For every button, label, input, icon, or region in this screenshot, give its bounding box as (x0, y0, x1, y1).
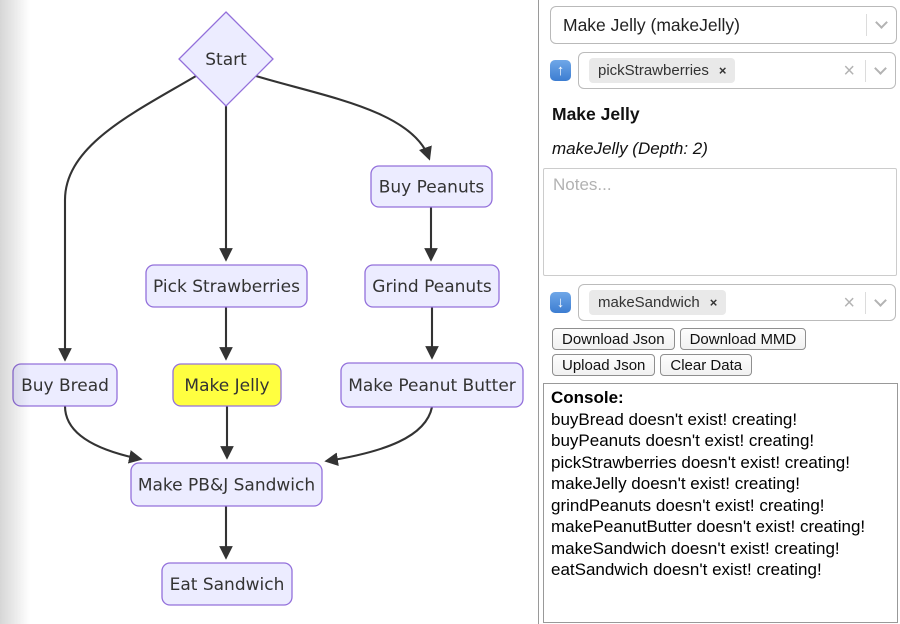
edge-start-buyPeanuts (255, 74, 432, 161)
edge-buyBread-makeSandwich (63, 405, 143, 464)
node-buyBread-label: Buy Bread (21, 376, 109, 396)
node-makeJelly-label: Make Jelly (184, 376, 269, 396)
console-label: Console: (551, 388, 624, 407)
clear-parents-icon[interactable]: × (843, 59, 855, 82)
button-row-1: Download Json Download MMD (552, 328, 897, 350)
download-mmd-button[interactable]: Download MMD (679, 328, 807, 350)
combobox-divider (865, 291, 866, 314)
child-tag-label: makeSandwich (598, 294, 700, 311)
children-row: ↓ makeSandwich × × (550, 284, 896, 321)
console-output: Console: buyBread doesn't exist! creatin… (543, 383, 898, 623)
notes-textarea[interactable] (543, 168, 897, 276)
node-start[interactable]: Start (178, 11, 274, 107)
flowchart-svg: Start Buy Peanuts Pick Strawberries Grin… (12, 11, 524, 606)
node-grindPeanuts[interactable]: Grind Peanuts (364, 264, 500, 308)
node-pickStrawberries-label: Pick Strawberries (153, 277, 300, 297)
flowchart-canvas: Start Buy Peanuts Pick Strawberries Grin… (0, 0, 524, 624)
node-buyPeanuts-label: Buy Peanuts (379, 178, 485, 198)
child-tag: makeSandwich × (589, 290, 727, 315)
download-json-button[interactable]: Download Json (552, 328, 675, 350)
parent-tag: pickStrawberries × (589, 58, 736, 83)
parent-tag-label: pickStrawberries (598, 62, 709, 79)
console-line: pickStrawberries doesn't exist! creating… (551, 452, 850, 472)
clear-children-icon[interactable]: × (843, 291, 855, 314)
node-buyBread[interactable]: Buy Bread (12, 363, 118, 407)
remove-parent-tag-icon[interactable]: × (718, 63, 727, 78)
edge-start-buyBread (58, 75, 197, 362)
parents-combobox[interactable]: pickStrawberries × × (578, 52, 896, 89)
node-eatSandwich-label: Eat Sandwich (170, 575, 285, 595)
node-makePeanutButter[interactable]: Make Peanut Butter (340, 362, 524, 408)
remove-child-tag-icon[interactable]: × (709, 295, 718, 310)
node-start-label: Start (205, 50, 247, 70)
upload-json-button[interactable]: Upload Json (552, 354, 656, 376)
console-line: buyBread doesn't exist! creating! (551, 409, 798, 429)
chevron-down-icon[interactable] (875, 16, 888, 29)
node-select-value: Make Jelly (makeJelly) (563, 14, 740, 35)
down-arrow-icon: ↓ (550, 292, 571, 313)
console-line: eatSandwich doesn't exist! creating! (551, 560, 822, 579)
console-line: makeJelly doesn't exist! creating! (551, 474, 800, 493)
node-makeSandwich-label: Make PB&J Sandwich (138, 476, 315, 496)
inspector-panel: Make Jelly (makeJelly) ↑ pickStrawberrie… (538, 0, 900, 624)
edge-makePeanutButter-makeSandwich (324, 406, 434, 467)
chevron-down-icon[interactable] (874, 61, 887, 75)
console-line: buyPeanuts doesn't exist! creating! (551, 431, 815, 450)
node-select[interactable]: Make Jelly (makeJelly) (550, 6, 897, 44)
children-combobox[interactable]: makeSandwich × × (578, 284, 896, 321)
node-eatSandwich[interactable]: Eat Sandwich (161, 562, 293, 606)
node-makeSandwich[interactable]: Make PB&J Sandwich (130, 462, 323, 507)
button-row-2: Upload Json Clear Data (552, 354, 897, 376)
console-line: grindPeanuts doesn't exist! creating! (551, 495, 825, 515)
up-arrow-icon: ↑ (550, 60, 571, 81)
combobox-divider (865, 59, 866, 82)
node-title: Make Jelly (552, 104, 640, 124)
parents-row: ↑ pickStrawberries × × (550, 52, 896, 89)
node-grindPeanuts-label: Grind Peanuts (372, 277, 492, 297)
node-makeJelly-selected[interactable]: Make Jelly (172, 363, 282, 407)
node-makePeanutButter-label: Make Peanut Butter (348, 376, 516, 396)
console-line: makePeanutButter doesn't exist! creating… (551, 517, 866, 536)
node-pickStrawberries[interactable]: Pick Strawberries (145, 264, 308, 308)
chevron-down-icon[interactable] (874, 293, 887, 307)
console-line: makeSandwich doesn't exist! creating! (551, 538, 840, 558)
clear-data-button[interactable]: Clear Data (660, 354, 753, 376)
node-id-depth: makeJelly (Depth: 2) (552, 139, 708, 158)
node-buyPeanuts[interactable]: Buy Peanuts (370, 165, 493, 208)
select-divider (866, 14, 867, 36)
